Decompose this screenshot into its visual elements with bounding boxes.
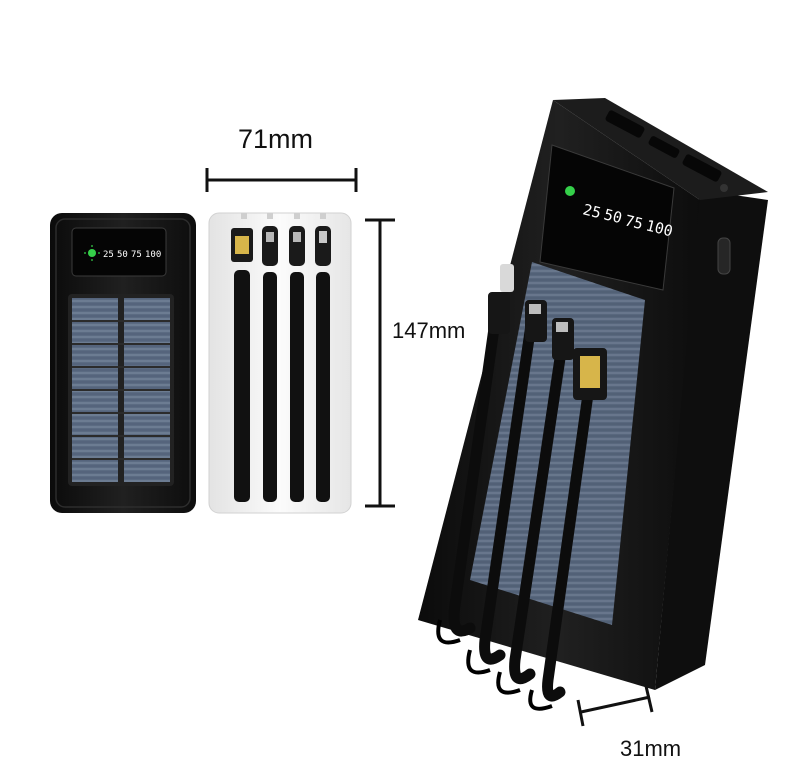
angled-display-level-75: 75 <box>623 211 645 233</box>
height-dimension-line <box>365 218 395 508</box>
led-display: 25 50 75 100 <box>71 227 167 277</box>
width-dimension-label: 71mm <box>238 124 314 154</box>
white-power-bank-back <box>208 212 352 514</box>
angled-cables <box>448 294 596 702</box>
angled-led-display: 25 50 75 100 <box>539 144 675 291</box>
angled-display-level-50: 50 <box>602 205 624 227</box>
black-power-bank-angled: 25 50 75 100 <box>418 98 768 711</box>
display-level-75: 75 <box>131 250 142 260</box>
width-dimension-line <box>205 168 358 192</box>
depth-dimension-label: 31mm <box>620 736 682 761</box>
cable-connectors <box>231 226 331 266</box>
angled-sun-indicator-icon <box>565 186 575 196</box>
depth-dimension-line <box>576 685 654 727</box>
display-level-25: 25 <box>103 250 114 260</box>
angled-connectors <box>488 264 607 400</box>
solar-panel <box>68 294 174 486</box>
cable-channels <box>234 270 330 502</box>
angled-display-level-25: 25 <box>581 200 603 222</box>
display-level-100: 100 <box>145 250 161 260</box>
sun-indicator-icon <box>88 249 96 257</box>
power-button-icon <box>717 237 731 275</box>
height-dimension-label: 147mm <box>392 318 466 343</box>
black-power-bank-front: 25 50 75 100 <box>50 213 196 513</box>
display-level-50: 50 <box>117 250 128 260</box>
